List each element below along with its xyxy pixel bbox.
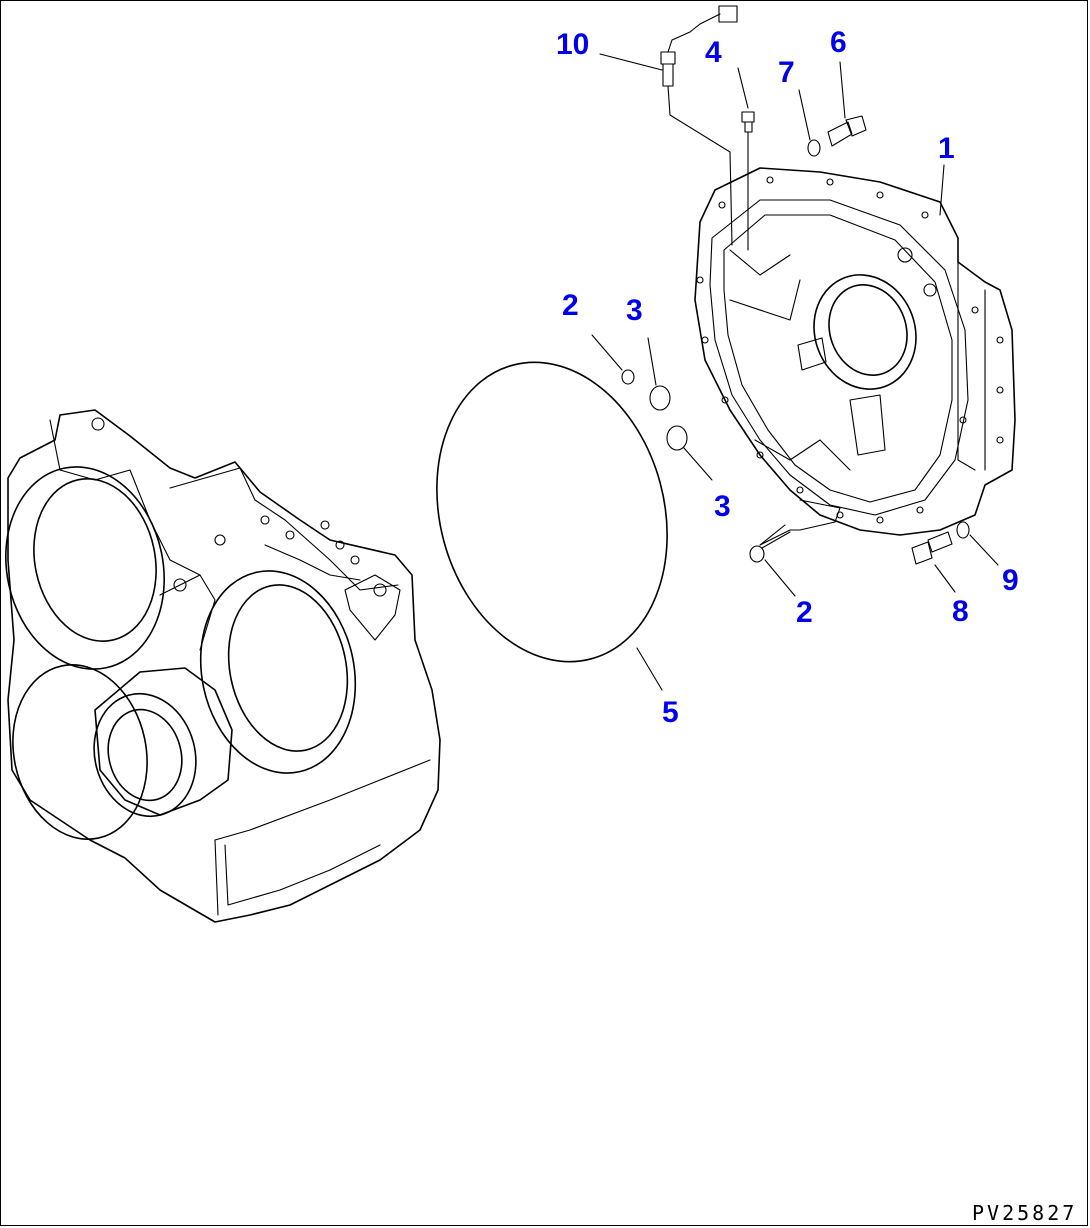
callout-8: 8	[952, 595, 969, 628]
callout-7: 7	[778, 56, 795, 89]
callout-5: 5	[662, 696, 679, 729]
bolt-bottom	[911, 531, 953, 565]
sensor-harness	[660, 5, 738, 246]
drawing-code: PV25827	[972, 1201, 1077, 1225]
callout-9: 9	[1002, 564, 1019, 597]
callout-2-lower: 2	[796, 596, 813, 629]
seal-upper	[649, 385, 671, 411]
gasket-ring	[436, 361, 668, 663]
callout-6: 6	[830, 26, 847, 59]
callout-1: 1	[938, 132, 955, 165]
dowel-pin-lower-edge	[761, 531, 791, 549]
callout-3-upper: 3	[626, 294, 643, 327]
transmission-case	[5, 409, 441, 923]
dowel-pin-lower	[749, 545, 765, 563]
callout-10: 10	[556, 28, 589, 61]
callout-3-lower: 3	[714, 490, 731, 523]
callout-labels: 1 2 3 4 5 6 7 8 9 10 2 3	[556, 26, 1019, 729]
dowel-pin-upper	[621, 369, 635, 385]
washer-top	[807, 139, 821, 157]
callout-2-upper: 2	[562, 289, 579, 322]
housing-cover	[694, 167, 1016, 546]
bolt-top	[827, 115, 867, 147]
callout-4: 4	[705, 36, 722, 69]
plug	[741, 111, 755, 251]
leader-lines	[591, 53, 999, 691]
seal-lower	[666, 425, 688, 451]
washer-bottom	[956, 521, 970, 539]
